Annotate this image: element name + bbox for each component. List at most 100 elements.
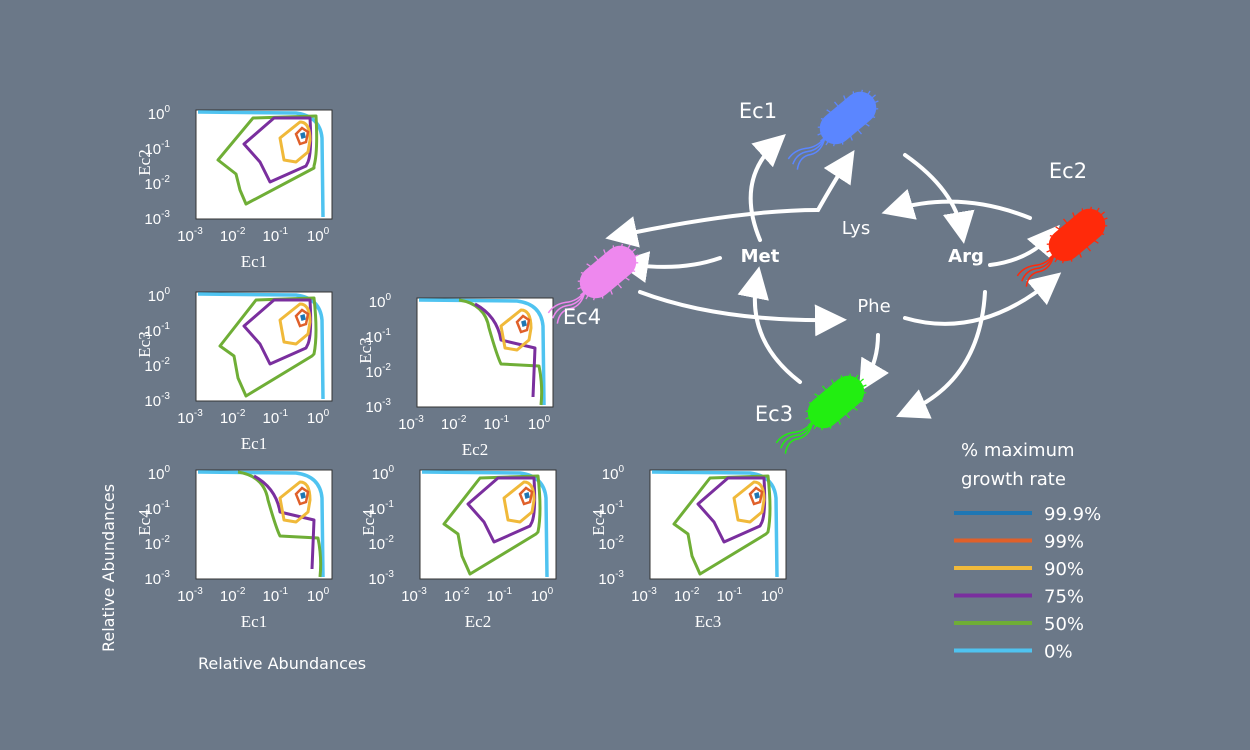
y-axis-title: Relative Abundances [99,484,118,652]
contour-lines [197,470,325,578]
exchange-arrow-10 [858,333,889,393]
x-tick-label: 100 [307,226,330,245]
exchange-arrow-11 [737,266,802,384]
x-tick-label: 10-1 [263,586,289,605]
plot-x-label: Ec1 [241,252,267,271]
x-tick-label: 100 [307,408,330,427]
x-tick-label: 10-3 [177,586,203,605]
metabolite-label-lys: Lys [842,218,870,239]
plot-x-label: Ec2 [465,612,491,631]
contour-0 [418,298,546,406]
contour-99 [515,314,531,334]
x-tick-label: 10-2 [220,586,246,605]
organism-label-ec2: Ec2 [1049,159,1087,183]
metabolite-label-phe: Phe [857,296,890,317]
x-tick-label: 10-3 [631,586,657,605]
contour-50 [216,114,319,206]
x-axis-title: Relative Abundances [198,654,366,673]
x-tick-label: 10-1 [263,408,289,427]
legend-item: 50% [954,614,1084,635]
plot-y-label: Ec3 [135,331,154,357]
contour-0 [197,470,325,578]
x-tick-label: 10-1 [263,226,289,245]
organism-label-ec3: Ec3 [755,402,793,426]
y-tick-label: 10-3 [598,569,624,588]
organism-label-ec1: Ec1 [739,99,777,123]
contour-lines [197,292,325,400]
contour-99 [294,126,310,146]
x-tick-label: 10-3 [177,408,203,427]
contour-50 [442,474,542,576]
exchange-arrow-12 [896,290,987,419]
x-tick-label: 100 [307,586,330,605]
x-tick-label: 10-1 [717,586,743,605]
y-tick-label: 10-2 [365,362,391,381]
y-tick-label: 10-2 [144,534,170,553]
contour-50 [237,470,323,578]
x-tick-label: 100 [528,414,551,433]
contour-99-9 [300,132,306,139]
contour-lines [421,470,549,578]
exchange-arrow-5 [903,153,975,244]
y-tick-label: 100 [148,464,171,483]
legend-item: 75% [954,587,1084,608]
y-tick-label: 10-1 [144,499,170,518]
ec1-bacterium-icon [787,89,879,170]
x-tick-label: 10-1 [484,414,510,433]
contour-75 [696,476,767,544]
x-tick-label: 10-3 [177,226,203,245]
exchange-arrow-2 [616,251,722,283]
y-tick-label: 100 [372,464,395,483]
metabolite-label-arg: Arg [948,246,984,267]
organism-icons [547,89,1108,454]
legend-item-label: 99% [1044,532,1084,553]
contour-99 [294,308,310,328]
contour-90 [732,480,766,524]
contour-99-9 [300,492,306,499]
contour-75 [242,116,313,184]
contour-75 [242,298,313,366]
legend-item: 99% [954,532,1084,553]
contour-90 [278,120,312,164]
exchange-arrows [605,133,1062,419]
legend-item-label: 75% [1044,587,1084,608]
exchange-arrow-7 [988,224,1060,267]
y-tick-label: 10-2 [598,534,624,553]
contour-99 [294,486,310,506]
plot-y-label: Ec3 [356,337,375,363]
contour-lines [418,298,546,406]
legend: % maximum growth rate 99.9%99%90%75%50%0… [954,440,1101,663]
y-tick-label: 10-1 [144,321,170,340]
y-tick-label: 10-3 [368,569,394,588]
exchange-arrow-6 [881,188,1032,220]
y-tick-label: 10-1 [368,499,394,518]
contour-lines [651,470,779,578]
y-tick-label: 10-3 [144,569,170,588]
contour-90 [499,308,533,352]
ec2-bacterium-icon [1016,206,1108,287]
y-tick-label: 100 [369,292,392,311]
plot-y-label: Ec4 [135,509,154,536]
plot-x-label: Ec1 [241,612,267,631]
y-tick-label: 10-1 [365,327,391,346]
x-tick-label: 10-2 [674,586,700,605]
contour-50 [218,296,318,398]
x-tick-label: 10-3 [398,414,424,433]
legend-item: 0% [954,642,1073,663]
metabolite-label-met: Met [741,246,780,267]
plot-y-label: Ec4 [589,509,608,536]
contour-75 [253,474,316,570]
legend-title-line1: % maximum [961,440,1075,461]
contour-99-9 [300,314,306,321]
y-tick-label: 100 [148,286,171,305]
legend-title-line2: growth rate [961,469,1066,490]
exchange-arrow-8 [903,272,1062,326]
y-tick-label: 10-3 [144,209,170,228]
x-tick-label: 100 [531,586,554,605]
y-tick-label: 100 [148,104,171,123]
contour-90 [502,480,536,524]
plot-y-label: Ec4 [359,509,378,536]
